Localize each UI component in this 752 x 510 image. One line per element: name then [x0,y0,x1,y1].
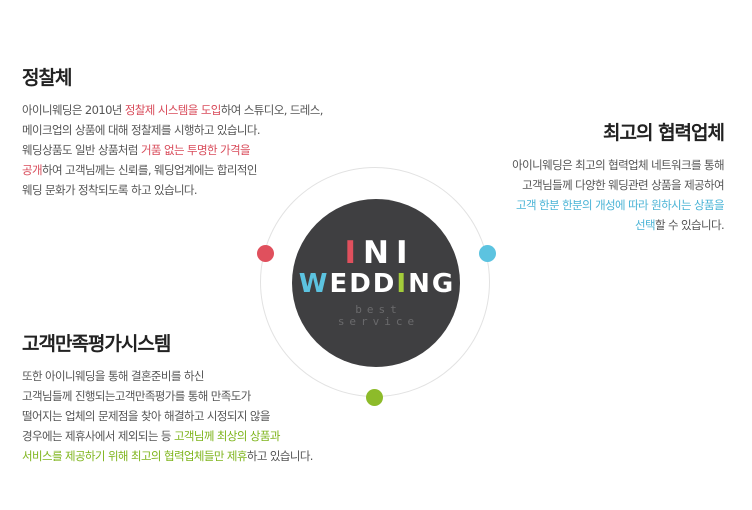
ini-wedding-logo: INI WEDDING best service [292,199,460,367]
red-dot-marker [257,245,274,262]
green-dot-marker [366,389,383,406]
logo-line-wedding: WEDDING [298,269,456,299]
logo-tagline-best: best [355,303,402,316]
feature-satisfaction-text: 또한 아이니웨딩을 통해 결혼준비를 하신 고객님들께 진행되는고객만족평가를 … [22,369,313,463]
feature-partners-text: 아이니웨딩은 최고의 협력업체 네트워크를 통해 고객님들께 다양한 웨딩관련 … [512,158,724,232]
blue-dot-marker [479,245,496,262]
logo-tagline-service: service [337,315,420,328]
logo-line-ini: INI [344,235,415,271]
feature-satisfaction: 고객만족평가시스템 또한 아이니웨딩을 통해 결혼준비를 하신 고객님들께 진행… [22,329,313,466]
feature-standardization: 정찰체 아이니웨딩은 2010년 정찰제 시스템을 도입하여 스튜디오, 드레스… [22,63,323,200]
feature-satisfaction-title: 고객만족평가시스템 [22,333,171,355]
feature-partners: 최고의 협력업체 아이니웨딩은 최고의 협력업체 네트워크를 통해 고객님들께 … [512,118,725,235]
feature-standardization-title: 정찰체 [22,67,72,89]
feature-partners-title: 최고의 협력업체 [603,122,725,144]
feature-standardization-text: 아이니웨딩은 2010년 정찰제 시스템을 도입하여 스튜디오, 드레스, 메이… [22,103,323,197]
